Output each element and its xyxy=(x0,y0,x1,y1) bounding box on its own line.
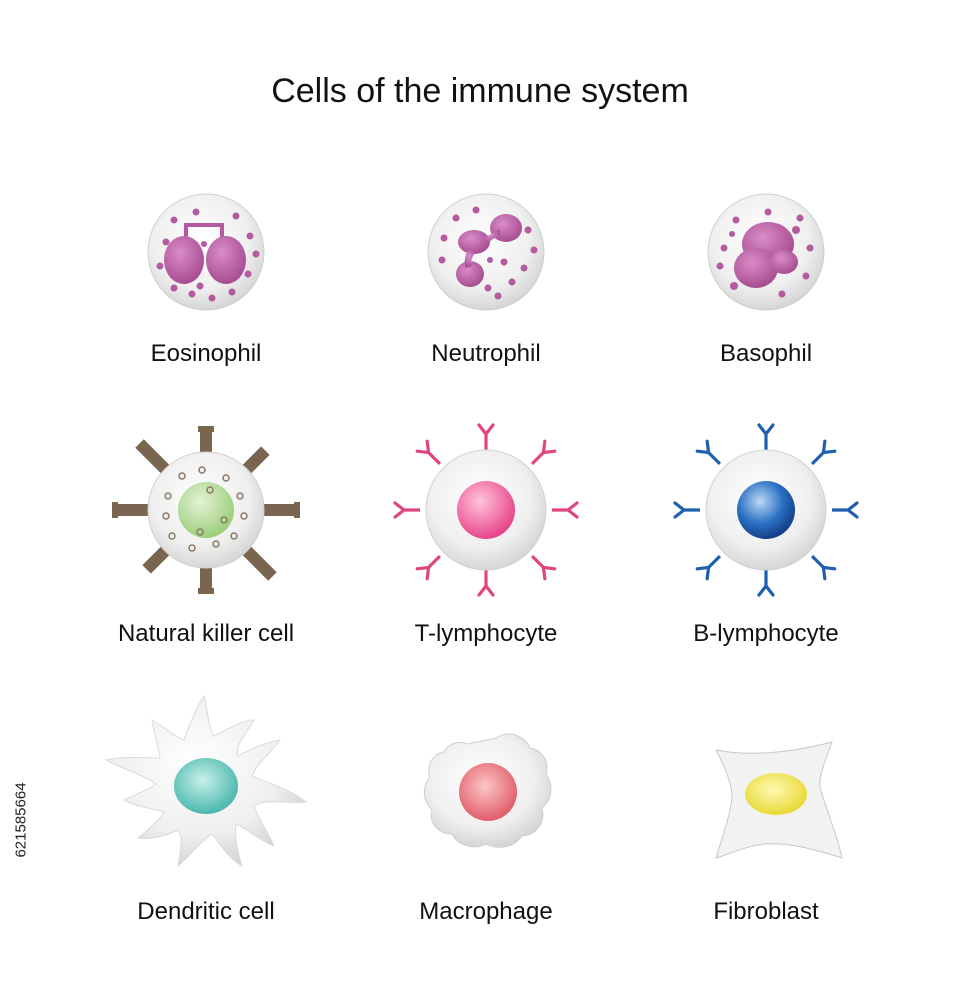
macrophage-icon xyxy=(423,733,552,848)
basophil-label: Basophil xyxy=(719,340,813,367)
eosinophil-label: Eosinophil xyxy=(150,340,262,367)
macrophage-label: Macrophage xyxy=(419,898,553,925)
dendritic-cell-icon xyxy=(104,694,308,868)
dendritic-cell: Dendritic cell xyxy=(76,690,336,930)
t-lymphocyte-icon xyxy=(393,423,579,597)
neutrophil-label: Neutrophil xyxy=(431,340,541,367)
stock-image-id-text: 621585664 xyxy=(12,782,30,858)
fibroblast-cell: Fibroblast xyxy=(636,690,896,930)
t-lymphocyte-label: T-lymphocyte xyxy=(414,620,558,647)
natural-killer-cell-label: Natural killer cell xyxy=(117,620,295,647)
b-lymphocyte-label: B-lymphocyte xyxy=(693,620,839,647)
neutrophil-cell: Neutrophil xyxy=(356,190,616,370)
fibroblast-icon xyxy=(715,741,843,859)
neutrophil-icon xyxy=(427,193,545,311)
eosinophil-icon xyxy=(147,193,265,311)
stock-image-id: 621585664 xyxy=(6,760,36,880)
natural-killer-cell-icon xyxy=(112,426,300,594)
basophil-icon xyxy=(707,193,825,311)
page-title: Cells of the immune system xyxy=(271,72,689,110)
eosinophil-cell: Eosinophil xyxy=(76,190,336,370)
t-lymphocyte-cell: T-lymphocyte xyxy=(356,420,616,660)
b-lymphocyte-cell: B-lymphocyte xyxy=(636,420,896,660)
natural-killer-cell: Natural killer cell xyxy=(76,420,336,660)
macrophage-cell: Macrophage xyxy=(356,690,616,930)
basophil-cell: Basophil xyxy=(636,190,896,370)
dendritic-cell-label: Dendritic cell xyxy=(137,898,275,925)
b-lymphocyte-icon xyxy=(673,423,859,597)
fibroblast-label: Fibroblast xyxy=(713,898,819,925)
